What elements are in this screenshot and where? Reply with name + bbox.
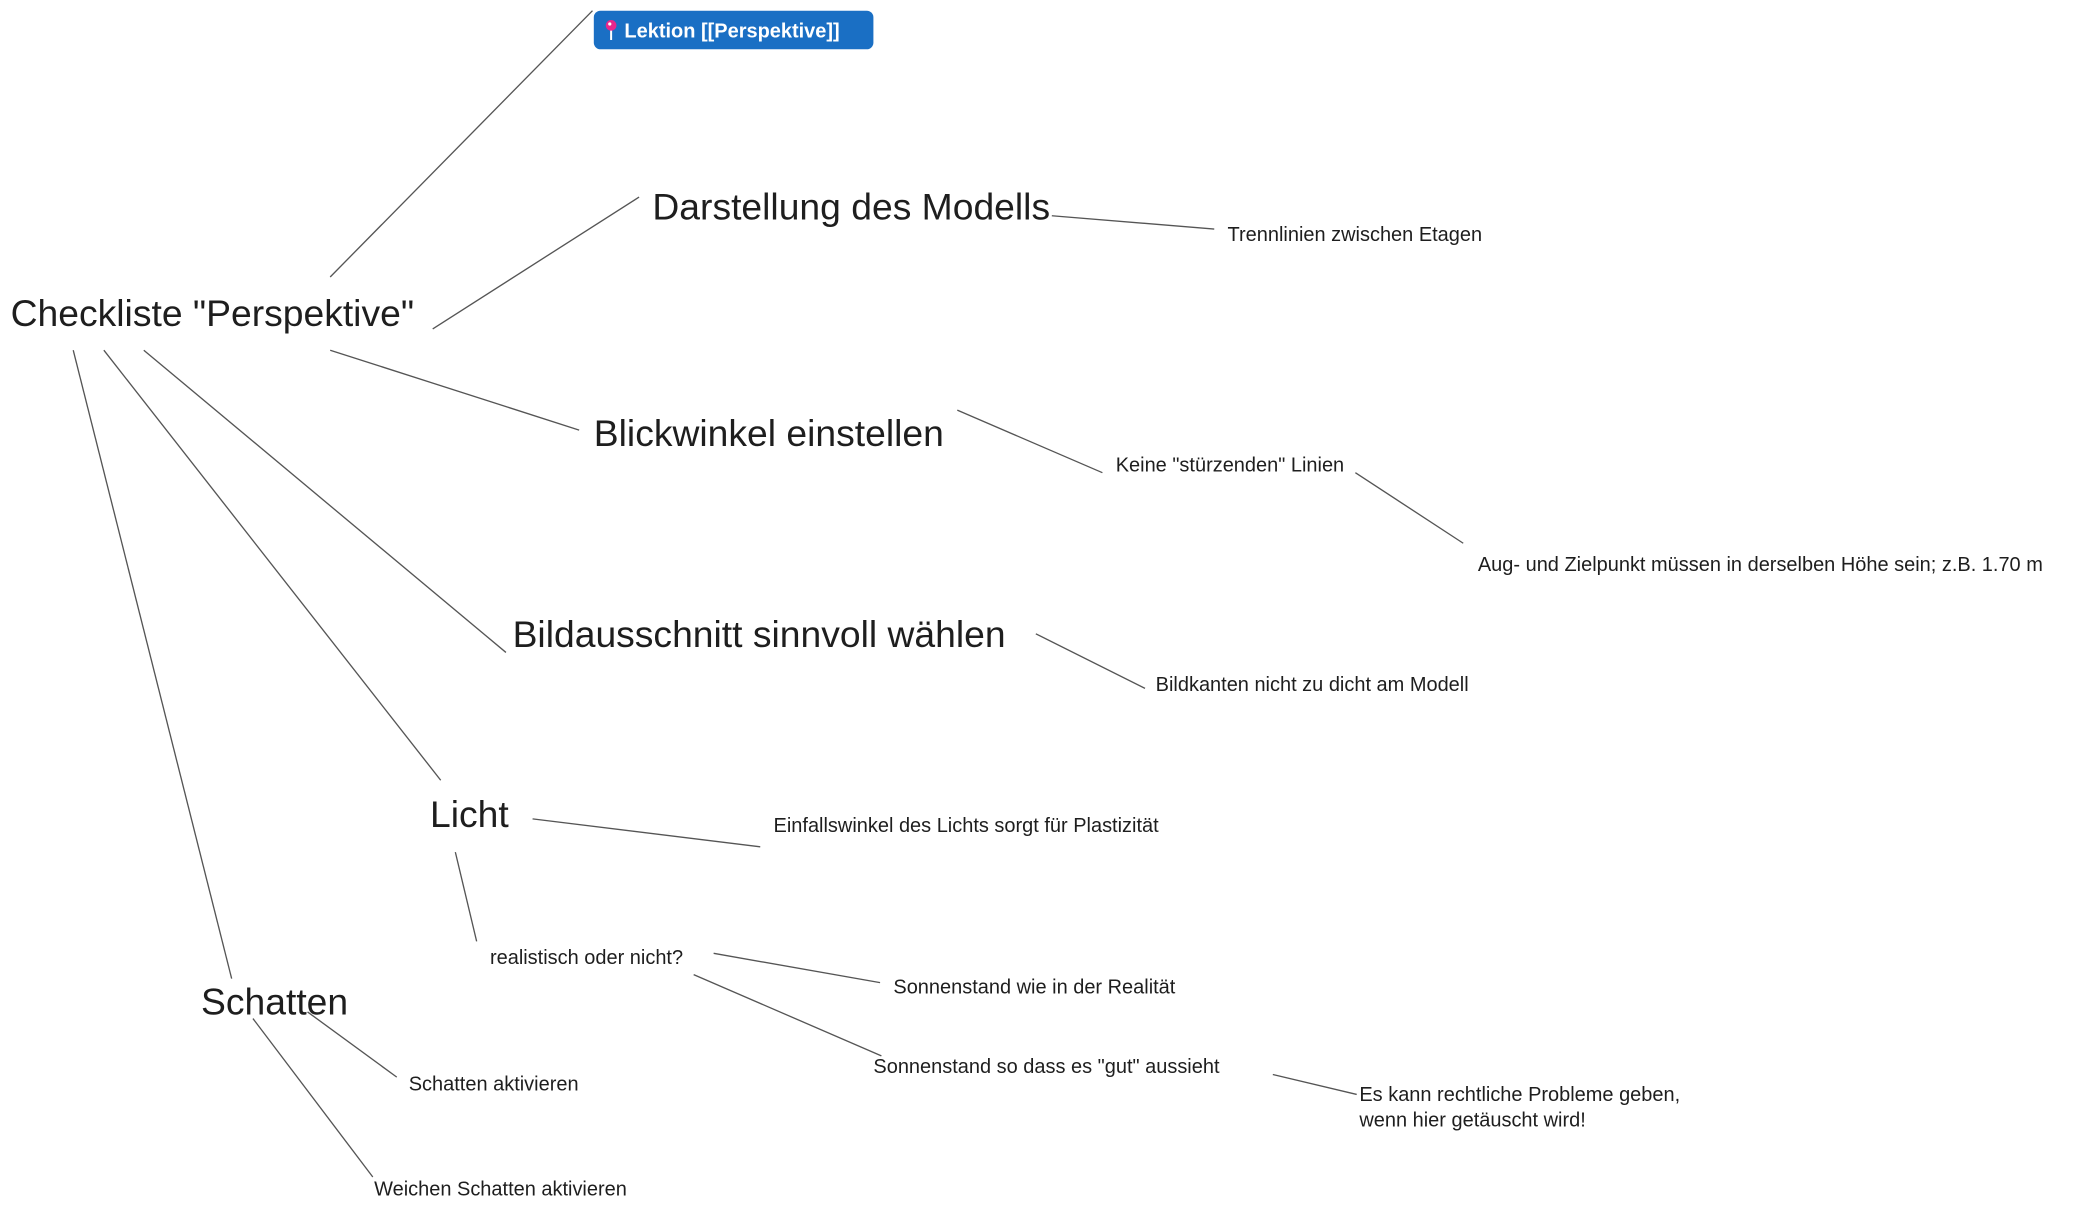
edge bbox=[432, 196, 640, 330]
edge bbox=[713, 952, 881, 984]
root-node[interactable]: Checkliste "Perspektive" bbox=[11, 292, 414, 334]
node-sonnenstand-gut[interactable]: Sonnenstand so dass es "gut" aussieht bbox=[873, 1056, 1220, 1078]
edge bbox=[1355, 472, 1464, 544]
node-rechtliche-probleme[interactable]: Es kann rechtliche Probleme geben, wenn … bbox=[1358, 1084, 1680, 1131]
edge bbox=[1272, 1073, 1357, 1096]
node-blickwinkel[interactable]: Blickwinkel einstellen bbox=[594, 412, 944, 454]
node-augpunkt[interactable]: Aug- und Zielpunkt müssen in derselben H… bbox=[1478, 554, 2043, 576]
edge bbox=[1035, 633, 1146, 689]
node-trennlinien[interactable]: Trennlinien zwischen Etagen bbox=[1228, 224, 1483, 246]
node-darstellung[interactable]: Darstellung des Modells bbox=[652, 186, 1050, 228]
node-bildkanten[interactable]: Bildkanten nicht zu dicht am Modell bbox=[1156, 674, 1469, 696]
edge bbox=[329, 10, 593, 278]
node-schatten[interactable]: Schatten bbox=[201, 981, 348, 1023]
node-einfallswinkel[interactable]: Einfallswinkel des Lichts sorgt für Plas… bbox=[774, 815, 1160, 837]
edge bbox=[252, 1018, 374, 1178]
edge bbox=[532, 818, 761, 848]
edge bbox=[693, 974, 882, 1057]
edge bbox=[329, 349, 580, 431]
edge bbox=[1051, 215, 1215, 230]
lektion-link-label: Lektion [[Perspektive]] bbox=[624, 20, 839, 42]
node-stuerzende-linien[interactable]: Keine "stürzenden" Linien bbox=[1116, 454, 1344, 476]
node-weichen-schatten[interactable]: Weichen Schatten aktivieren bbox=[374, 1179, 627, 1201]
edge bbox=[454, 851, 478, 942]
node-bildausschnitt[interactable]: Bildausschnitt sinnvoll wählen bbox=[513, 613, 1006, 655]
edge bbox=[72, 350, 233, 979]
node-realistisch[interactable]: realistisch oder nicht? bbox=[490, 947, 683, 969]
node-sonnenstand-realitaet[interactable]: Sonnenstand wie in der Realität bbox=[893, 976, 1175, 998]
connector-lines bbox=[72, 10, 1464, 1178]
note-line: Es kann rechtliche Probleme geben, bbox=[1359, 1084, 1680, 1106]
pushpin-icon bbox=[605, 20, 617, 40]
edge bbox=[307, 1011, 398, 1078]
node-licht[interactable]: Licht bbox=[430, 793, 509, 835]
note-line: wenn hier getäuscht wird! bbox=[1358, 1109, 1585, 1131]
edge bbox=[957, 409, 1103, 474]
edge bbox=[103, 349, 442, 781]
edge bbox=[143, 349, 507, 653]
lektion-link-badge[interactable]: Lektion [[Perspektive]] bbox=[593, 10, 874, 50]
node-schatten-aktivieren[interactable]: Schatten aktivieren bbox=[409, 1073, 579, 1095]
